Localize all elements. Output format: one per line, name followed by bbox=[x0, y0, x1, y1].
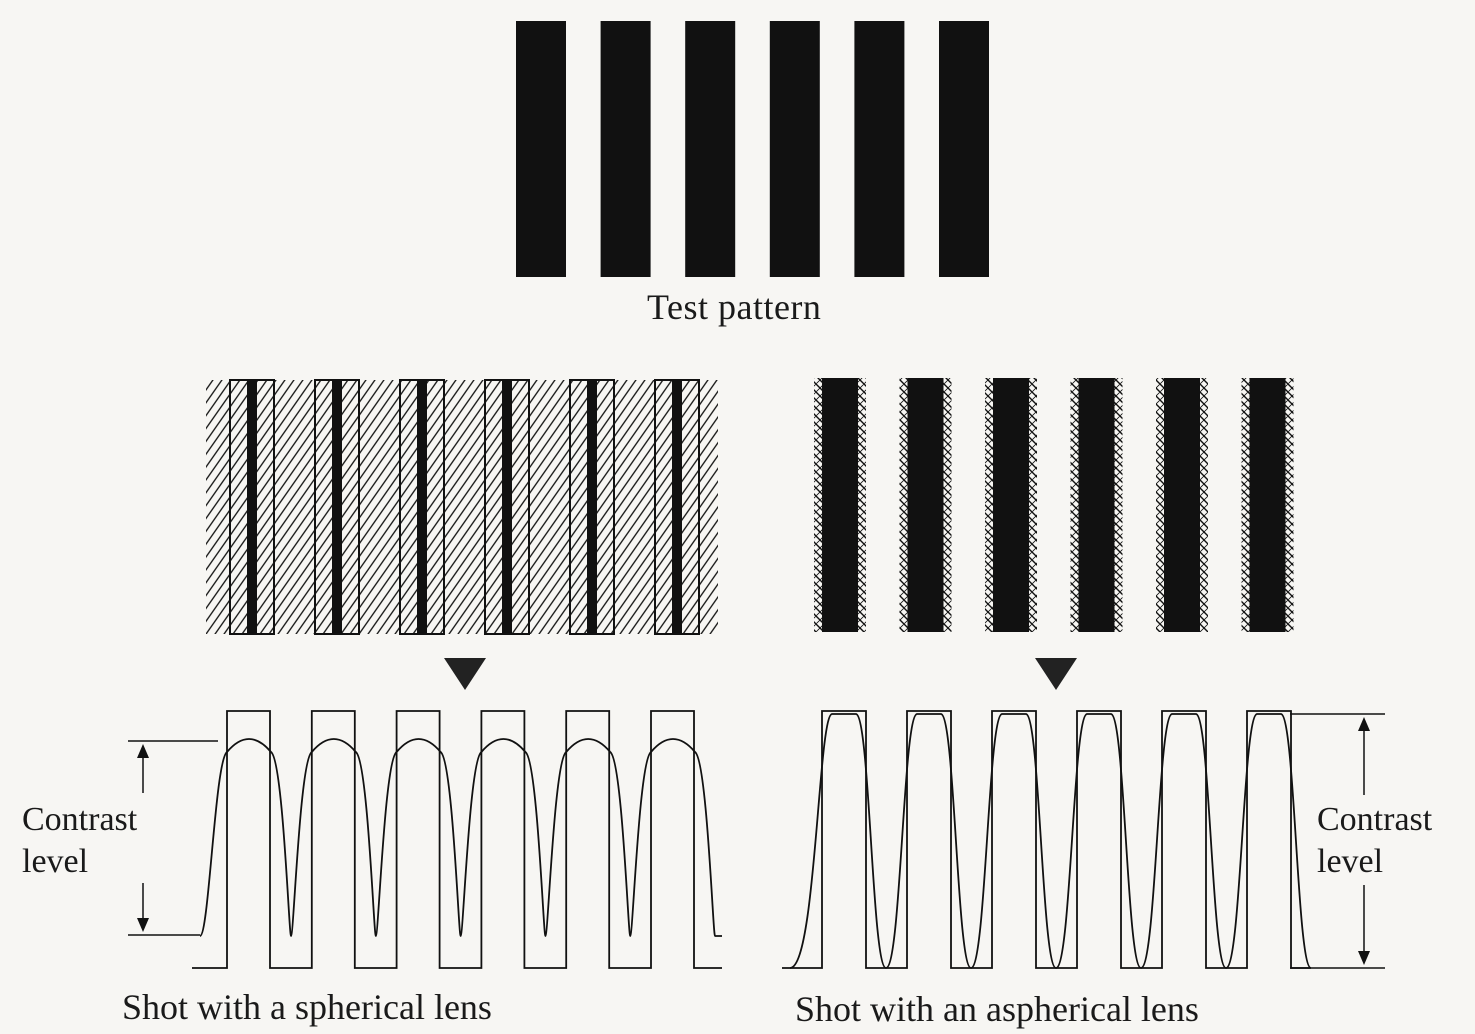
spherical-contrast-label: Contrast level bbox=[22, 799, 137, 883]
spherical-bar-core bbox=[587, 380, 597, 634]
aspherical-response-curve bbox=[790, 714, 1311, 968]
test-pattern-bar bbox=[854, 21, 904, 277]
spherical-bar-core bbox=[672, 380, 682, 634]
spherical-caption: Shot with a spherical lens bbox=[122, 986, 492, 1028]
aspherical-bar bbox=[1250, 378, 1286, 632]
contrast-label-line2: level bbox=[1317, 841, 1432, 883]
aspherical-bar bbox=[822, 378, 858, 632]
test-pattern-bar bbox=[939, 21, 989, 277]
spherical-response-curve bbox=[200, 739, 722, 936]
test-pattern-bar bbox=[685, 21, 735, 277]
aspherical-contrast-label: Contrast level bbox=[1317, 799, 1432, 883]
spherical-blur-hatching bbox=[206, 380, 718, 634]
aspherical-bar bbox=[993, 378, 1029, 632]
spherical-bar-core bbox=[332, 380, 342, 634]
spherical-contrast-waveform bbox=[192, 711, 722, 968]
spherical-bar-core bbox=[502, 380, 512, 634]
contrast-label-line1: Contrast bbox=[1317, 799, 1432, 841]
spherical-down-triangle-icon bbox=[444, 658, 486, 690]
test-pattern-bar bbox=[770, 21, 820, 277]
test-pattern-bar bbox=[601, 21, 651, 277]
aspherical-caption: Shot with an aspherical lens bbox=[795, 988, 1199, 1030]
test-pattern-bars bbox=[516, 21, 989, 277]
test-pattern-bar bbox=[516, 21, 566, 277]
contrast-label-line1: Contrast bbox=[22, 799, 137, 841]
aspherical-contrast-waveform bbox=[782, 711, 1311, 968]
aspherical-bar bbox=[1079, 378, 1115, 632]
aspherical-square-wave bbox=[782, 711, 1310, 968]
spherical-bar-core bbox=[247, 380, 257, 634]
spherical-contrast-arrow bbox=[128, 741, 218, 935]
contrast-label-line2: level bbox=[22, 841, 137, 883]
aspherical-lens-image bbox=[814, 378, 1294, 632]
spherical-square-wave bbox=[192, 711, 722, 968]
test-pattern-label: Test pattern bbox=[647, 286, 821, 328]
aspherical-down-triangle-icon bbox=[1035, 658, 1077, 690]
aspherical-bar bbox=[1164, 378, 1200, 632]
spherical-lens-image bbox=[206, 380, 718, 634]
spherical-bar-core bbox=[417, 380, 427, 634]
aspherical-bar bbox=[908, 378, 944, 632]
